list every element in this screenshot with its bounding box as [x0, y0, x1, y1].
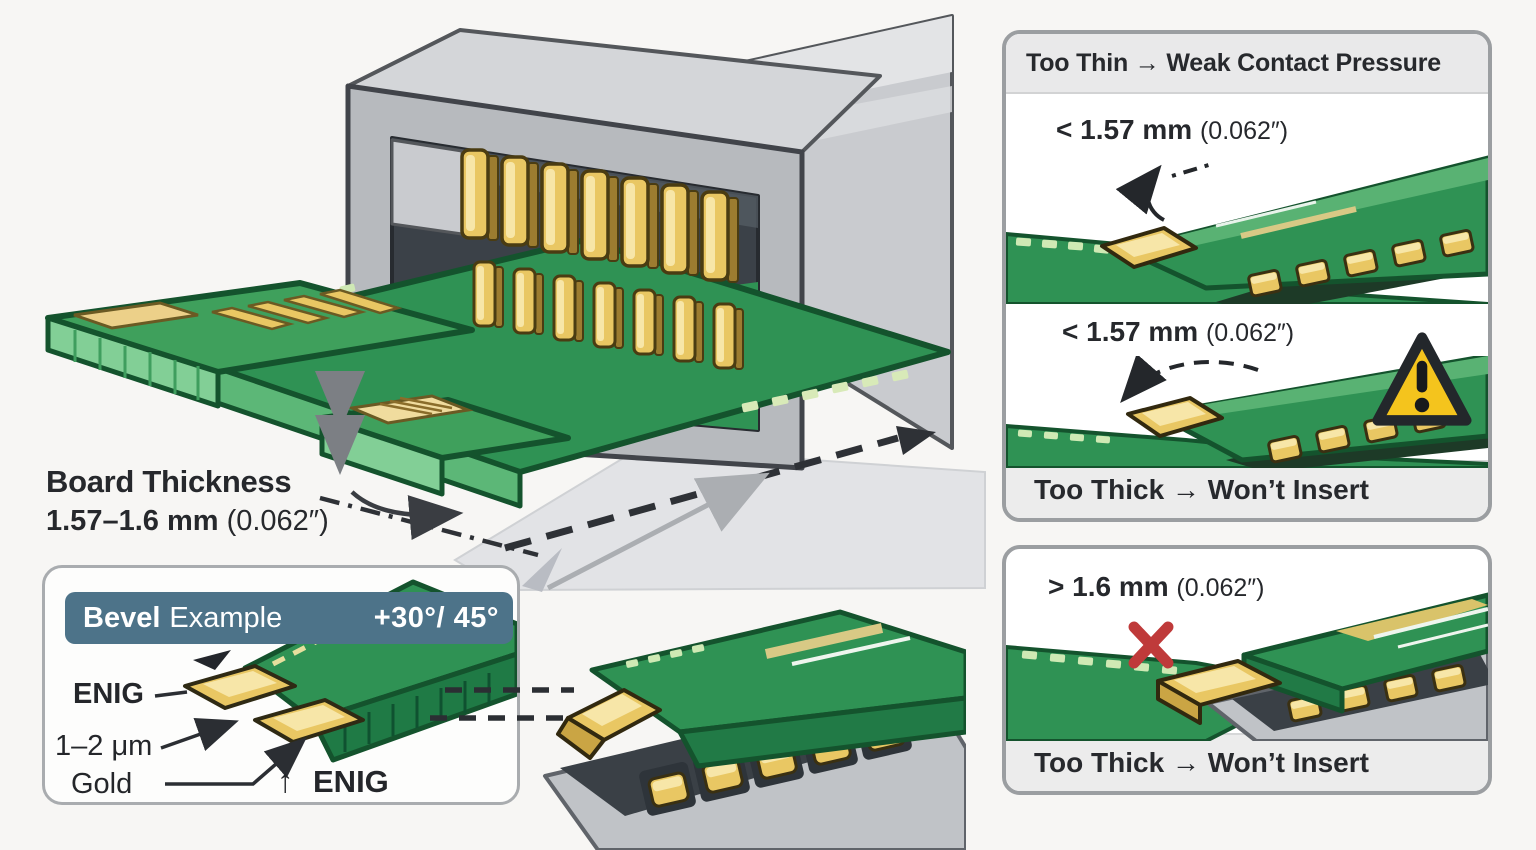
dash-dot-leader: [319, 495, 539, 558]
pcb-edge-tongue: [45, 280, 571, 497]
annotation-arrows: [315, 371, 936, 592]
panel-too-thin-header: Too Thin → Weak Contact Pressure: [1006, 34, 1488, 94]
too-thick-illustration: [1006, 592, 1488, 741]
bevel-header-bar: Bevel Example +30°/ 45°: [65, 592, 513, 644]
callout-arrow-to-panels: [546, 472, 770, 591]
measurement-label-top: < 1.57 mm (0.062″): [1056, 114, 1289, 145]
thick-board: [1156, 592, 1488, 725]
pcb-via-dashes-right: [741, 369, 909, 413]
board-thickness-value: 1.57–1.6 mm (0.062″): [46, 504, 329, 537]
label-leader-arrows: [154, 690, 307, 786]
gold-pad: [73, 301, 199, 330]
bent-arrow: [350, 490, 464, 540]
panel-too-thin-footer: Too Thick → Won’t Insert: [1006, 460, 1488, 518]
bevel-detail-illustration: [543, 609, 966, 850]
beveled-board: [556, 609, 966, 769]
rotation-arrow: [1115, 164, 1165, 222]
gold-label: Gold: [71, 768, 133, 800]
enig-top-label: ENIG: [73, 678, 144, 710]
gold-finger-stripes: [211, 288, 403, 331]
panel-too-thick: > 1.6 mm (0.062″): [1002, 545, 1492, 795]
enig-bottom-label: ENIG: [313, 764, 389, 799]
bevel-title-bold: Bevel: [83, 601, 161, 634]
red-x-icon: [1128, 621, 1174, 669]
warning-triangle-icon: [1372, 332, 1472, 426]
board-thickness-title: Board Thickness: [46, 464, 292, 499]
panel-too-thick-footer: Too Thick → Won’t Insert: [1006, 733, 1488, 791]
bevel-example-callout: Bevel Example +30°/ 45° ENIG 1–2 μm Gold…: [42, 565, 520, 805]
bevel-angles: +30°/ 45°: [373, 601, 499, 634]
too-thin-illustration: [1006, 155, 1488, 304]
measurement-label-bottom: < 1.57 mm (0.062″): [1062, 316, 1295, 347]
panel-too-thin: Too Thin → Weak Contact Pressure < 1.57 …: [1002, 30, 1492, 522]
tilt-dashed-arc: [1120, 356, 1259, 404]
main-connector-illustration: [45, 14, 986, 592]
bevel-title-regular: Example: [169, 601, 283, 634]
gold-thickness-label: 1–2 μm: [55, 730, 153, 762]
insertion-direction-arrow: [504, 434, 899, 552]
board-thickness-label: Board Thickness 1.57–1.6 mm (0.062″): [46, 464, 329, 538]
bevel-to-detail-dashed-lines: [430, 687, 574, 721]
up-arrow-icon: ↑: [277, 762, 294, 799]
bevel-box-callout-tail: [522, 548, 562, 592]
measurement-label: > 1.6 mm (0.062″): [1048, 571, 1265, 602]
